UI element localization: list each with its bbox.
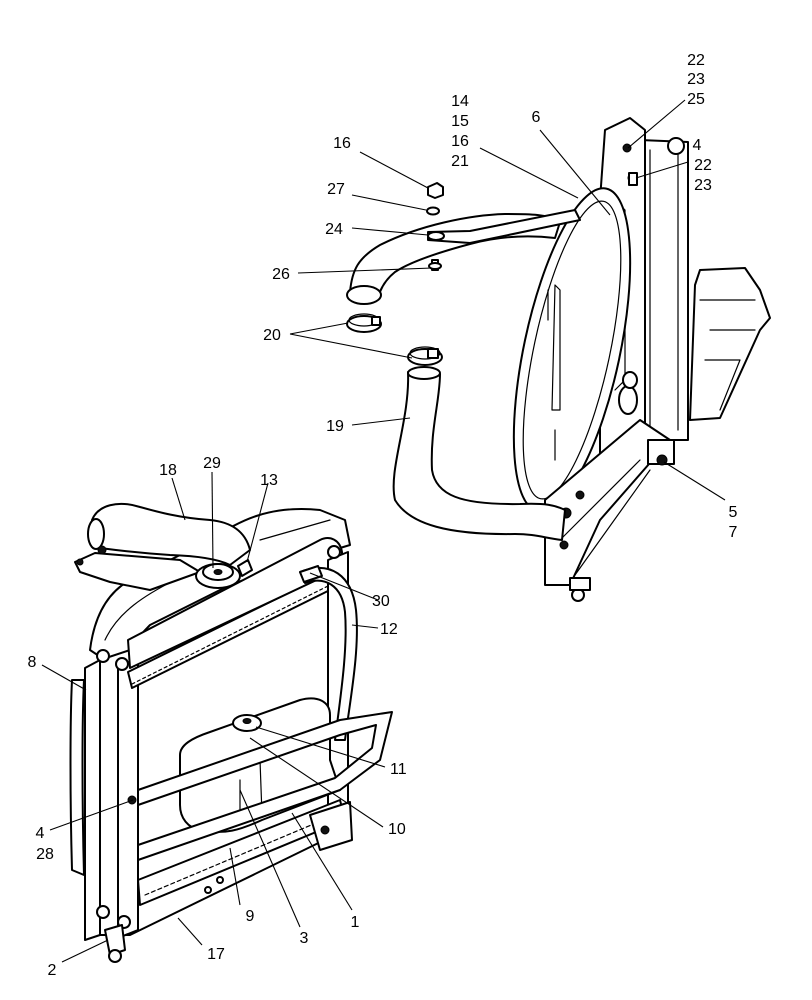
leader-lines [41,99,726,963]
callout-12: 12 [380,621,398,638]
callout-23b: 23 [694,177,712,194]
callout-5: 5 [729,504,738,521]
callout-16a: 16 [451,133,469,150]
radiator-cap [195,563,241,589]
callout-21: 21 [451,153,469,170]
callout-24: 24 [325,221,343,238]
callout-30: 30 [372,593,390,610]
callout-25: 25 [687,91,705,108]
callout-28: 28 [36,846,54,863]
callout-8: 8 [28,654,37,671]
callout-17: 17 [207,946,225,963]
callout-19: 19 [326,418,344,435]
callout-23a: 23 [687,71,705,88]
callout-labels: 22 23 25 14 15 16 21 6 4 22 23 16 27 24 … [28,52,738,979]
hose-clamp-upper [346,313,382,333]
callout-27: 27 [327,181,345,198]
callout-6: 6 [532,109,541,126]
callout-4b: 4 [36,825,45,842]
callout-1: 1 [351,914,360,931]
callout-26: 26 [272,266,290,283]
radiator-assembly [69,502,393,963]
callout-20: 20 [263,327,281,344]
hose-clamp-lower [407,346,443,366]
callout-14: 14 [451,93,469,110]
callout-15: 15 [451,113,469,130]
callout-16b: 16 [333,135,351,152]
callout-22b: 22 [694,157,712,174]
callout-2: 2 [48,962,57,979]
callout-9: 9 [246,908,255,925]
callout-10: 10 [388,821,406,838]
callout-22a: 22 [687,52,705,69]
callout-7: 7 [729,524,738,541]
fan-shroud-assembly [512,117,771,602]
callout-13: 13 [260,472,278,489]
callout-29: 29 [203,455,221,472]
callout-4a: 4 [693,137,702,154]
upper-hose-assembly [346,182,581,541]
callout-18: 18 [159,462,177,479]
callout-11: 11 [390,761,407,778]
callout-3: 3 [300,930,309,947]
